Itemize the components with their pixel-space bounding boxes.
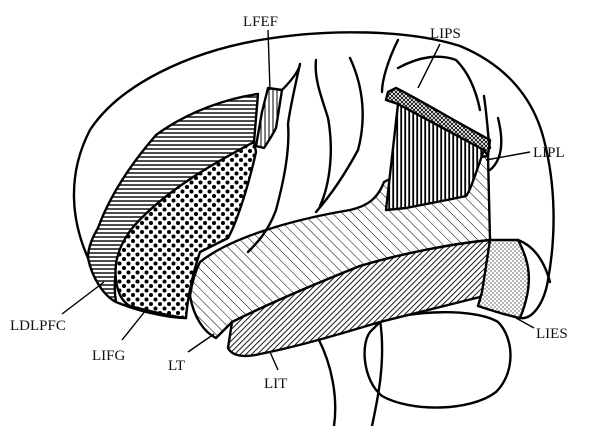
leader-lt (188, 334, 214, 352)
label-lfef: LFEF (243, 14, 278, 30)
leader-lies (516, 318, 534, 328)
leader-lips (418, 44, 440, 88)
label-lies: LIES (536, 326, 568, 342)
region-lfef (256, 88, 282, 148)
leader-lit (270, 352, 278, 370)
leader-lifg (122, 310, 146, 340)
label-lt: LT (168, 358, 185, 374)
cerebellum-outline (365, 312, 511, 407)
label-lit: LIT (264, 376, 287, 392)
label-lips: LIPS (430, 26, 461, 42)
leader-lipl (486, 152, 530, 160)
label-ldlpfc: LDLPFC (10, 318, 66, 334)
label-lifg: LIFG (92, 348, 126, 364)
leader-ldlpfc (62, 282, 104, 314)
label-lipl: LIPL (533, 145, 565, 161)
